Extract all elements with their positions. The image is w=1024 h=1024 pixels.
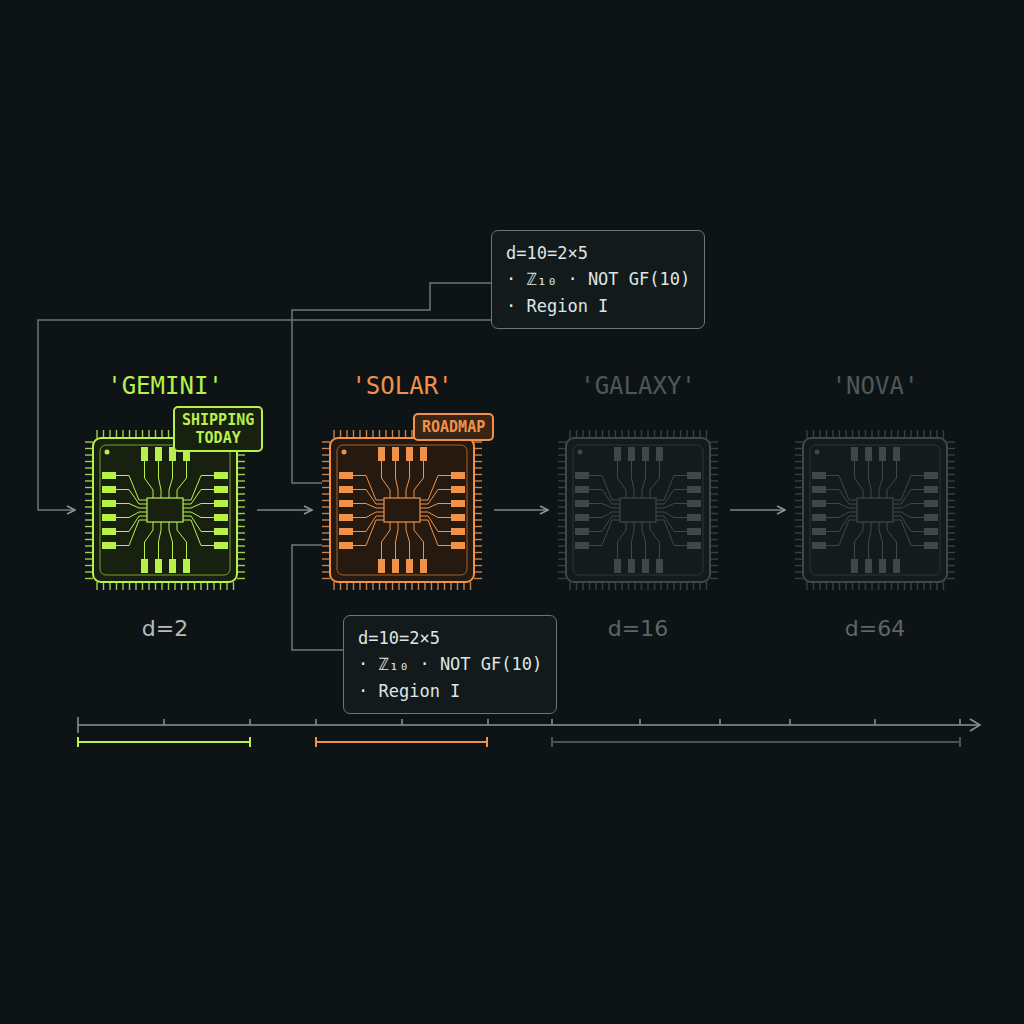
callout-line: · ℤ₁₀ · NOT GF(10) [358, 651, 542, 677]
chip-illustration [558, 430, 718, 590]
dimension-label: d=2 [142, 616, 188, 641]
dimension-label: d=16 [608, 616, 668, 641]
roadmap-range [316, 737, 487, 747]
callout-line: · Region I [506, 293, 690, 319]
flow-arrow [257, 509, 312, 511]
callout-line: · ℤ₁₀ · NOT GF(10) [506, 266, 690, 292]
callout-box: d=10=2×5· ℤ₁₀ · NOT GF(10)· Region I [491, 230, 705, 329]
timeline-axis [78, 717, 980, 733]
callout-line: d=10=2×5 [358, 625, 542, 651]
chip-illustration [795, 430, 955, 590]
chip-node: ROADMAP'SOLAR' [322, 430, 482, 590]
chip-illustration [322, 430, 482, 590]
chip-node: SHIPPING TODAY'GEMINI'd=2 [85, 430, 245, 590]
chip-name: 'SOLAR' [351, 372, 452, 400]
chip-name: 'NOVA' [832, 372, 919, 400]
chip-name: 'GEMINI' [107, 372, 223, 400]
flow-arrow [494, 509, 548, 511]
flow-arrow [730, 509, 785, 511]
status-badge: SHIPPING TODAY [173, 406, 263, 452]
callout-box: d=10=2×5· ℤ₁₀ · NOT GF(10)· Region I [343, 615, 557, 714]
badge-text: ROADMAP [422, 418, 485, 436]
callout-line: d=10=2×5 [506, 240, 690, 266]
shipping-range [78, 737, 250, 747]
dimension-label: d=64 [845, 616, 905, 641]
future-range [552, 737, 960, 747]
chip-node: 'GALAXY'd=16 [558, 430, 718, 590]
chip-name: 'GALAXY' [580, 372, 696, 400]
status-badge: ROADMAP [413, 413, 494, 441]
callout-line: · Region I [358, 678, 542, 704]
chip-node: 'NOVA'd=64 [795, 430, 955, 590]
badge-text: SHIPPING TODAY [182, 411, 254, 447]
chip-illustration [85, 430, 245, 590]
